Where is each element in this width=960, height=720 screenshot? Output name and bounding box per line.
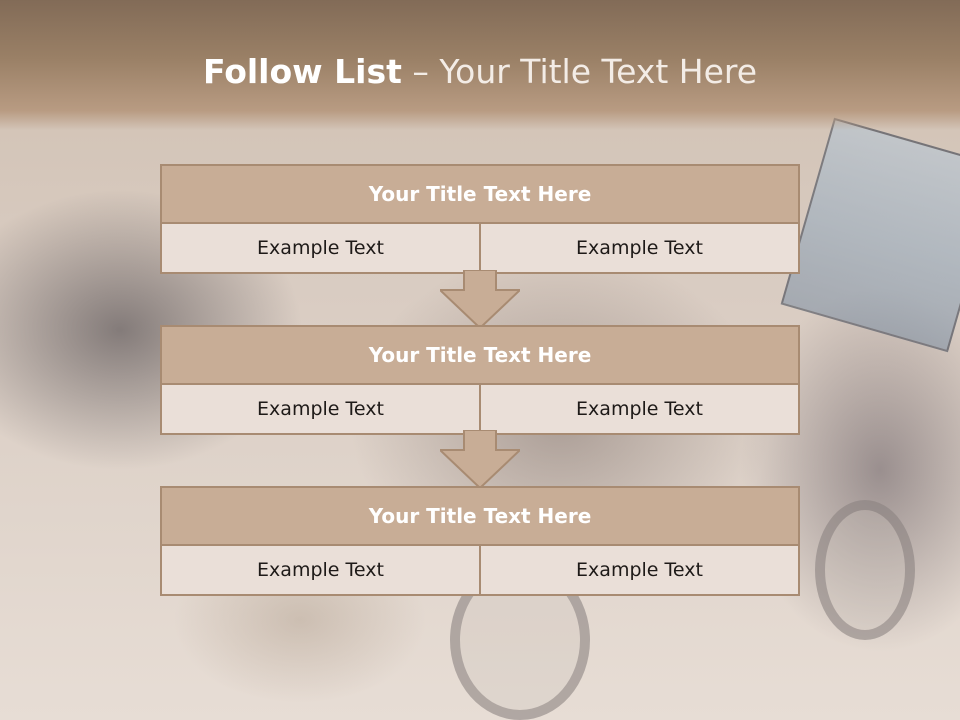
step-row: Example Text Example Text [162,224,798,272]
slide-title-bold: Follow List [202,52,402,91]
down-arrow-icon [440,270,520,328]
step-row: Example Text Example Text [162,385,798,433]
step-title: Your Title Text Here [162,327,798,385]
step-title: Your Title Text Here [162,166,798,224]
step-cell-left: Example Text [257,398,384,420]
header-band [0,0,960,130]
background-wheel [815,500,915,640]
slide-title-rest: – Your Title Text Here [401,52,758,91]
step-box-3: Your Title Text Here Example Text Exampl… [160,486,800,596]
down-arrow-icon [440,430,520,488]
slide-title: Follow List – Your Title Text Here [0,52,960,91]
step-cell-right: Example Text [479,385,798,433]
step-title: Your Title Text Here [162,488,798,546]
step-cell-right: Example Text [479,546,798,594]
step-cell-left: Example Text [257,237,384,259]
step-box-2: Your Title Text Here Example Text Exampl… [160,325,800,435]
step-cell-left: Example Text [257,559,384,581]
step-box-1: Your Title Text Here Example Text Exampl… [160,164,800,274]
step-cell-right: Example Text [479,224,798,272]
step-row: Example Text Example Text [162,546,798,594]
